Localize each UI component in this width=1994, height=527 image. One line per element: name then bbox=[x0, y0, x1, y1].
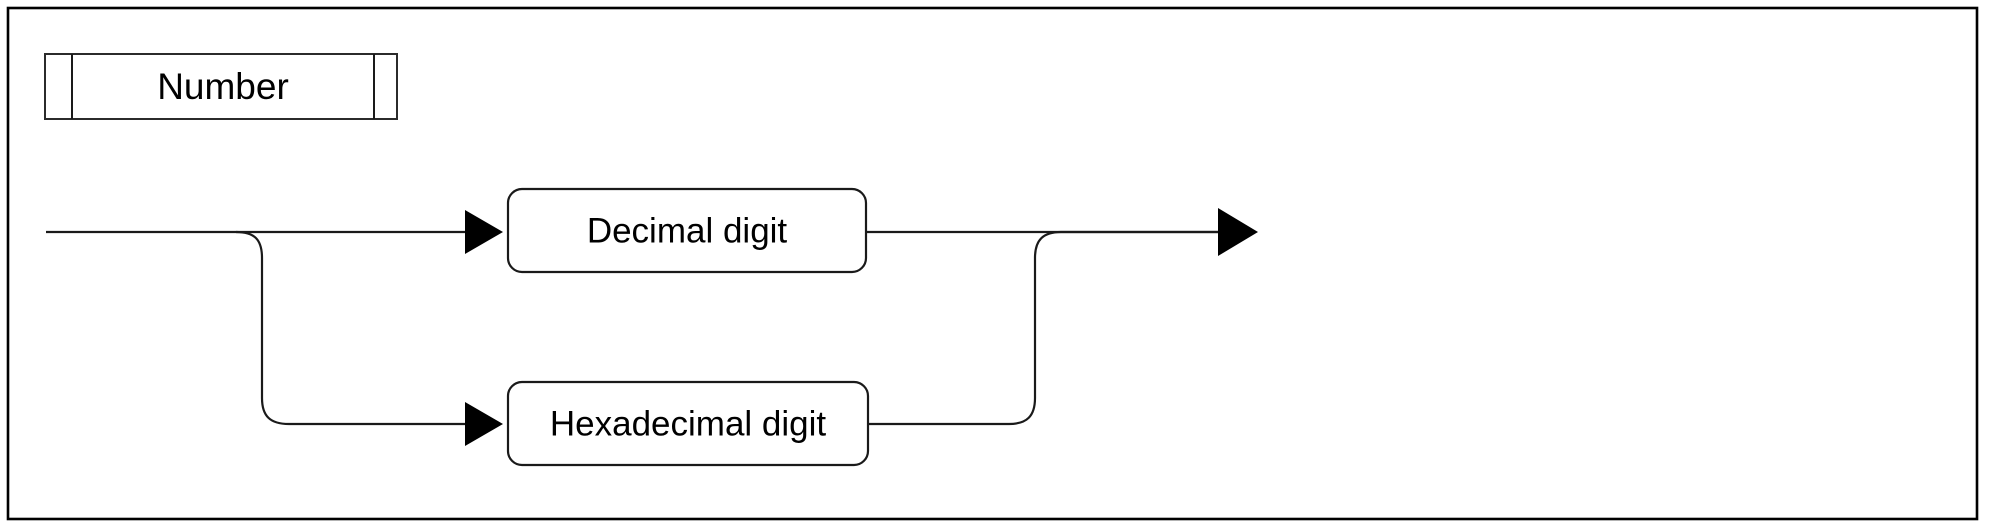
rule-name-box: Number bbox=[44, 53, 398, 120]
node-hexadecimal-digit[interactable]: Hexadecimal digit bbox=[506, 380, 870, 467]
decimal-digit-arrow-icon bbox=[465, 210, 503, 254]
lower-branch-rail-out bbox=[868, 230, 1218, 426]
hexadecimal-digit-label: Hexadecimal digit bbox=[550, 404, 827, 443]
hexadecimal-digit-arrow-icon bbox=[465, 402, 503, 446]
exit-arrow-icon bbox=[1218, 208, 1258, 256]
node-decimal-digit[interactable]: Decimal digit bbox=[506, 187, 868, 274]
diagram-outer-frame bbox=[6, 6, 1979, 521]
decimal-digit-label: Decimal digit bbox=[587, 211, 788, 250]
lower-branch-rail-in bbox=[235, 230, 465, 426]
decimal-digit-box-outline[interactable] bbox=[506, 187, 868, 274]
rule-name-label: Number bbox=[157, 66, 289, 107]
rule-name-box-outline bbox=[44, 53, 398, 120]
